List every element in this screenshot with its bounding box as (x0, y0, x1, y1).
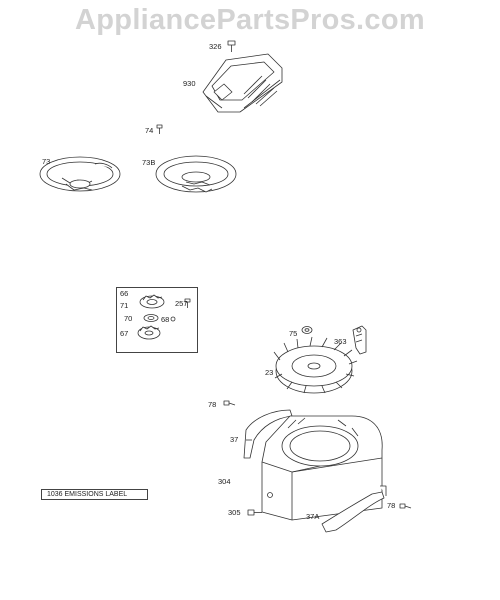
ball-68[interactable] (170, 316, 176, 322)
ratchet-71[interactable] (139, 294, 165, 309)
armature-363[interactable] (352, 325, 367, 355)
label-78-upper: 78 (208, 400, 217, 409)
label-73B: 73B (142, 158, 156, 167)
site-watermark: AppliancePartsPros.com (75, 4, 425, 36)
label-37A: 37A (306, 512, 320, 521)
rewind-starter-73[interactable] (39, 156, 121, 192)
label-304: 304 (218, 477, 231, 486)
kit-66-box (116, 287, 198, 353)
label-73: 73 (42, 157, 51, 166)
label-74: 74 (145, 126, 154, 135)
emissions-label-box[interactable]: 1036 EMISSIONS LABEL (41, 489, 148, 500)
label-70: 70 (124, 314, 133, 323)
label-68: 68 (161, 315, 170, 324)
label-67: 67 (120, 329, 129, 338)
rewind-starter-73B[interactable] (155, 155, 237, 193)
screw-78-upper-icon[interactable] (223, 400, 236, 406)
screw-257-icon[interactable] (184, 298, 191, 308)
spring-70[interactable] (143, 314, 159, 322)
label-23: 23 (265, 368, 274, 377)
flywheel-23[interactable] (273, 336, 358, 394)
air-guide-37A[interactable] (321, 485, 387, 533)
label-363: 363 (334, 337, 347, 346)
label-78-lower: 78 (387, 501, 396, 510)
label-326: 326 (209, 42, 222, 51)
label-71: 71 (120, 301, 129, 310)
label-930: 930 (183, 79, 196, 88)
blower-housing-304[interactable] (261, 415, 383, 521)
screw-326-icon[interactable] (227, 40, 236, 52)
label-305: 305 (228, 508, 241, 517)
screw-78-lower-icon[interactable] (399, 503, 412, 509)
label-75: 75 (289, 329, 298, 338)
screw-74-icon[interactable] (156, 124, 163, 134)
washer-75[interactable] (301, 326, 313, 334)
label-37: 37 (230, 435, 239, 444)
label-257: 257 (175, 299, 188, 308)
label-66: 66 (120, 289, 129, 298)
cup-67[interactable] (137, 325, 161, 340)
engine-cover-930[interactable] (202, 53, 283, 113)
screw-305-icon[interactable] (247, 509, 262, 516)
